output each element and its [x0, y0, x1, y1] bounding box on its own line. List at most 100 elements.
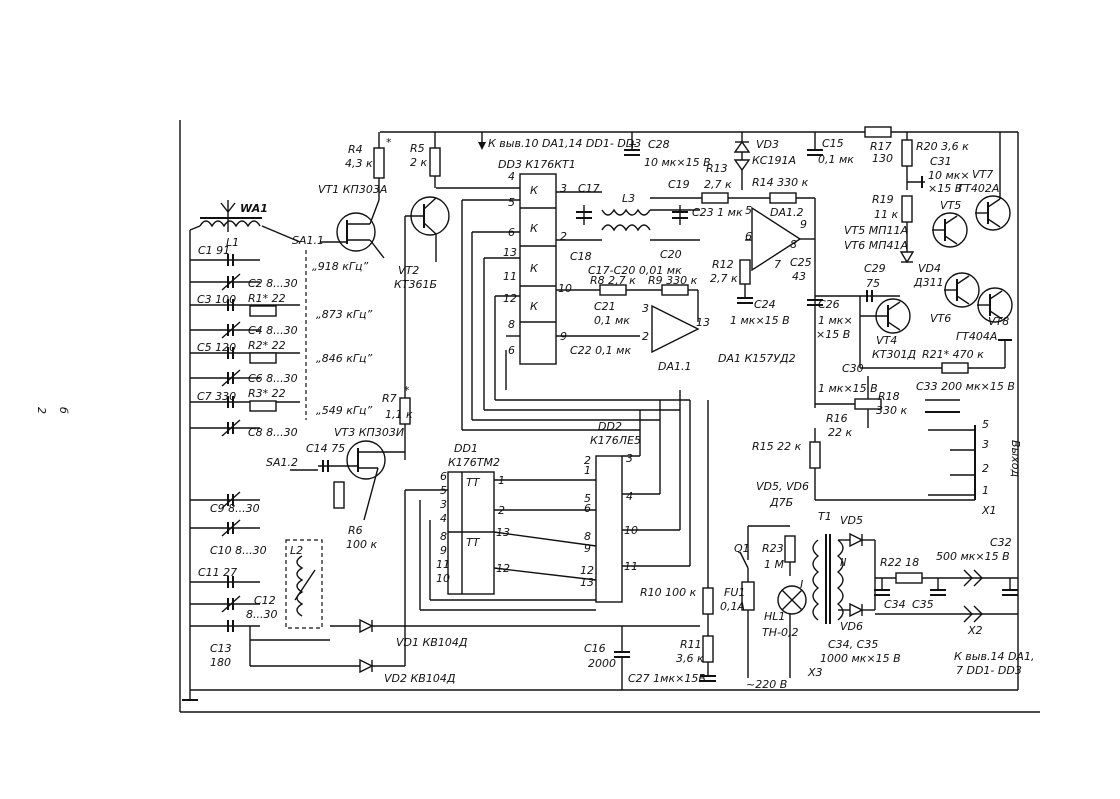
- resistor-R3: [249, 400, 277, 412]
- label-C6: С6 8...30: [248, 372, 298, 385]
- svg-text:1: 1: [982, 484, 989, 497]
- value-VD4: Д311: [913, 276, 944, 289]
- label-T1: T1: [818, 510, 832, 523]
- svg-text:К: К: [530, 262, 539, 275]
- resistor-R22: [895, 572, 923, 584]
- svg-text:ТТ: ТТ: [466, 536, 481, 549]
- value-DD2: К176ЛЕ5: [590, 434, 641, 447]
- svg-text:4: 4: [626, 490, 633, 503]
- label-C27: С27 1мк×15В: [628, 672, 706, 685]
- value-R23: 1 М: [764, 558, 784, 571]
- chip-DD2: [595, 455, 623, 603]
- svg-text:ТТ: ТТ: [466, 476, 481, 489]
- value-C29: 75: [866, 277, 880, 290]
- svg-text:10 мк×: 10 мк×: [928, 169, 970, 182]
- label-R21: R21* 470 к: [922, 348, 984, 361]
- label-C4: С4 8...30: [248, 324, 298, 337]
- label-HL1: HL1: [764, 610, 785, 623]
- label-VD56: VD5, VD6: [756, 480, 809, 493]
- label-C14: С14 75: [306, 442, 345, 455]
- label-C8: С8 8...30: [248, 426, 298, 439]
- label-VT5-type: VT5 МП11А: [844, 224, 908, 237]
- svg-text:3: 3: [560, 182, 567, 195]
- label-R22: R22 18: [880, 556, 919, 569]
- value-VD3: КС191А: [752, 154, 796, 167]
- svg-text:2: 2: [560, 230, 567, 243]
- chip-DD1: [447, 471, 495, 595]
- svg-text:*: *: [404, 384, 410, 397]
- resistor-R21: [941, 362, 969, 374]
- svg-text:К: К: [530, 300, 539, 313]
- resistor-R11: [702, 635, 714, 663]
- value-VD56: Д7Б: [769, 496, 793, 509]
- value-R17: 130: [872, 152, 893, 165]
- label-VD5: VD5: [840, 514, 863, 527]
- value-R6: 100 к: [346, 538, 377, 551]
- value-R7: 1,1 к: [385, 408, 413, 421]
- label-VT5: VT5: [940, 199, 961, 212]
- value-VT2: КТ361Б: [394, 278, 437, 291]
- value-C15: 0,1 мк: [818, 153, 854, 166]
- label-WA1: WA1: [240, 202, 268, 215]
- label-C19: С19: [668, 178, 690, 191]
- svg-text:9: 9: [440, 544, 447, 557]
- label-SA11: SA1.1: [292, 234, 324, 247]
- svg-text:5: 5: [982, 418, 989, 431]
- label-C25: С25: [790, 256, 812, 269]
- value-HL1: ТН-0,2: [762, 626, 798, 639]
- label-C3435: С34, С35: [828, 638, 878, 651]
- label-C15: С15: [822, 137, 844, 150]
- label-R12: R12: [712, 258, 734, 271]
- value-C32: 500 мк×15 В: [936, 550, 1010, 563]
- svg-text:3: 3: [982, 438, 989, 451]
- resistor-R1: [249, 305, 277, 317]
- svg-text:5: 5: [584, 492, 591, 505]
- label-C33: С33 200 мк×15 В: [916, 380, 1015, 393]
- label-DA12: DA1.2: [770, 206, 804, 219]
- label-f918: „918 кГц”: [312, 260, 368, 273]
- label-X2: X2: [967, 624, 983, 637]
- note-supply-bottom-1: К выв.14 DA1,: [954, 650, 1034, 663]
- connector-X1: 5 3 2 1: [928, 418, 989, 500]
- diode-VD4: [899, 251, 915, 264]
- svg-text:13: 13: [496, 526, 510, 539]
- svg-text:5: 5: [745, 204, 752, 217]
- label-R18: R18: [878, 390, 900, 403]
- label-C2: С2 8...30: [248, 277, 298, 290]
- svg-text:3: 3: [642, 302, 649, 315]
- value-R5: 2 к: [410, 156, 427, 169]
- label-R5: R5: [410, 142, 425, 155]
- value-VT4: КТ301Д: [872, 348, 917, 361]
- label-C28: С28: [648, 138, 670, 151]
- label-C34: С34: [884, 598, 906, 611]
- resistor-R17: [864, 126, 892, 138]
- svg-text:4: 4: [508, 170, 515, 183]
- label-C3: С3 100: [197, 293, 236, 306]
- label-C17: С17: [578, 182, 600, 195]
- svg-text:5: 5: [508, 196, 515, 209]
- inductor-L2: [296, 555, 304, 617]
- svg-text:4: 4: [440, 512, 447, 525]
- label-C1: С1 91: [198, 244, 230, 257]
- svg-text:К: К: [530, 184, 539, 197]
- label-output: Выход: [1009, 440, 1022, 477]
- svg-text:7: 7: [774, 258, 781, 271]
- value-R16: 22 к: [828, 426, 852, 439]
- label-R13: R13: [706, 162, 728, 175]
- shield-L2: [285, 539, 323, 629]
- label-C16: С16: [584, 642, 606, 655]
- label-C31: С31: [930, 155, 952, 168]
- svg-text:6: 6: [584, 502, 591, 515]
- label-C12: С12: [254, 594, 276, 607]
- svg-text:12: 12: [503, 292, 517, 305]
- chip-DD3: [519, 173, 557, 365]
- value-R19: 11 к: [874, 208, 898, 221]
- value-DD1: К176ТМ2: [448, 456, 500, 469]
- label-R8: R8 2,7 к: [590, 274, 636, 287]
- label-R4: R4: [348, 143, 363, 156]
- label-R14: R14 330 к: [752, 176, 809, 189]
- diode-VD5: [849, 532, 864, 548]
- svg-text:13: 13: [503, 246, 517, 259]
- label-L2: L2: [290, 544, 303, 557]
- svg-text:8: 8: [790, 238, 797, 251]
